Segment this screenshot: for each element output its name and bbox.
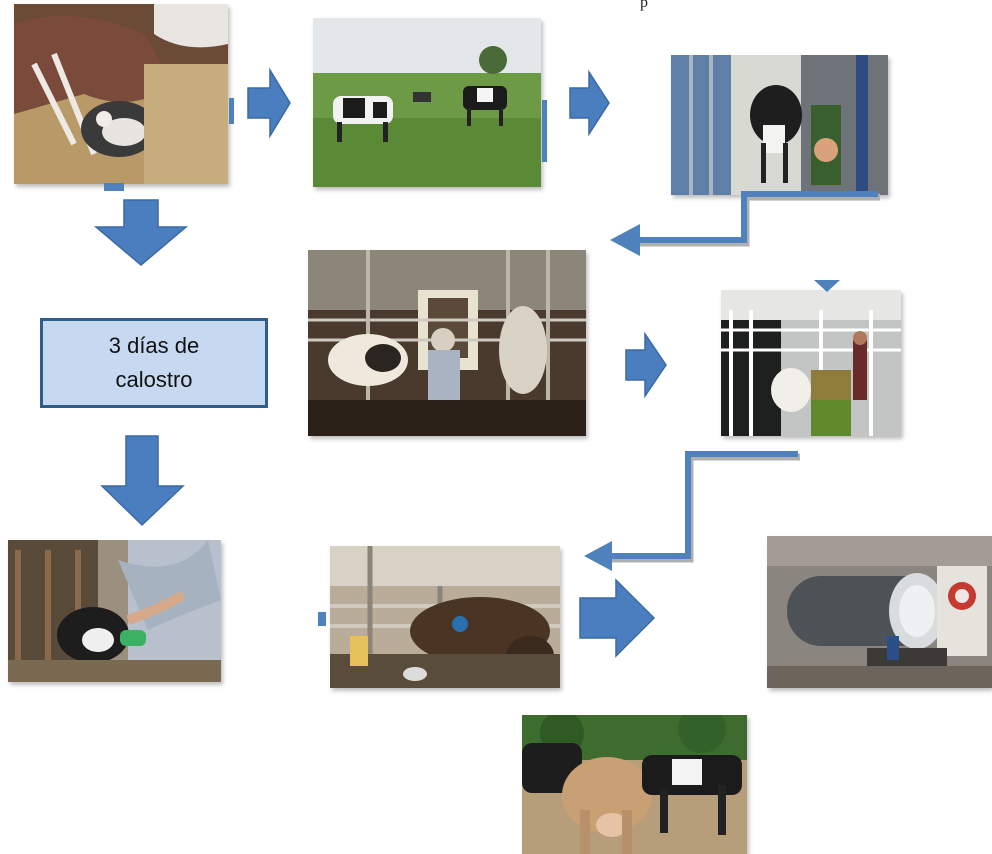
arrow-right-3 — [625, 331, 667, 399]
tick-mark-4 — [814, 280, 840, 292]
photo-dairy-cows — [522, 715, 747, 854]
photo-calf-feeding — [8, 540, 221, 682]
tick-mark-1 — [229, 98, 234, 124]
tick-mark-5 — [318, 612, 326, 626]
elbow-connector-1 — [610, 191, 880, 256]
photo-cooling-tank — [767, 536, 992, 688]
arrow-down-1 — [93, 199, 189, 266]
colostrum-callout-box: 3 días de calostro — [40, 318, 268, 408]
colostrum-callout-label: 3 días de calostro — [108, 333, 200, 392]
photo-milking-parlor — [308, 250, 586, 436]
arrow-right-2 — [569, 69, 610, 137]
photo-cow-milking-line — [330, 546, 560, 688]
photo-calf-birth — [14, 4, 228, 184]
elbow-connector-2 — [584, 451, 800, 571]
tick-mark-2 — [542, 100, 547, 162]
photo-cows-pasture — [313, 18, 541, 187]
caption-fragment: p — [640, 0, 648, 11]
tick-mark-3 — [104, 183, 124, 191]
arrow-down-2 — [100, 435, 185, 527]
photo-calf-pens — [721, 290, 901, 436]
arrow-right-1 — [247, 67, 291, 139]
arrow-right-4 — [579, 578, 656, 658]
photo-milking-stall — [671, 55, 888, 195]
